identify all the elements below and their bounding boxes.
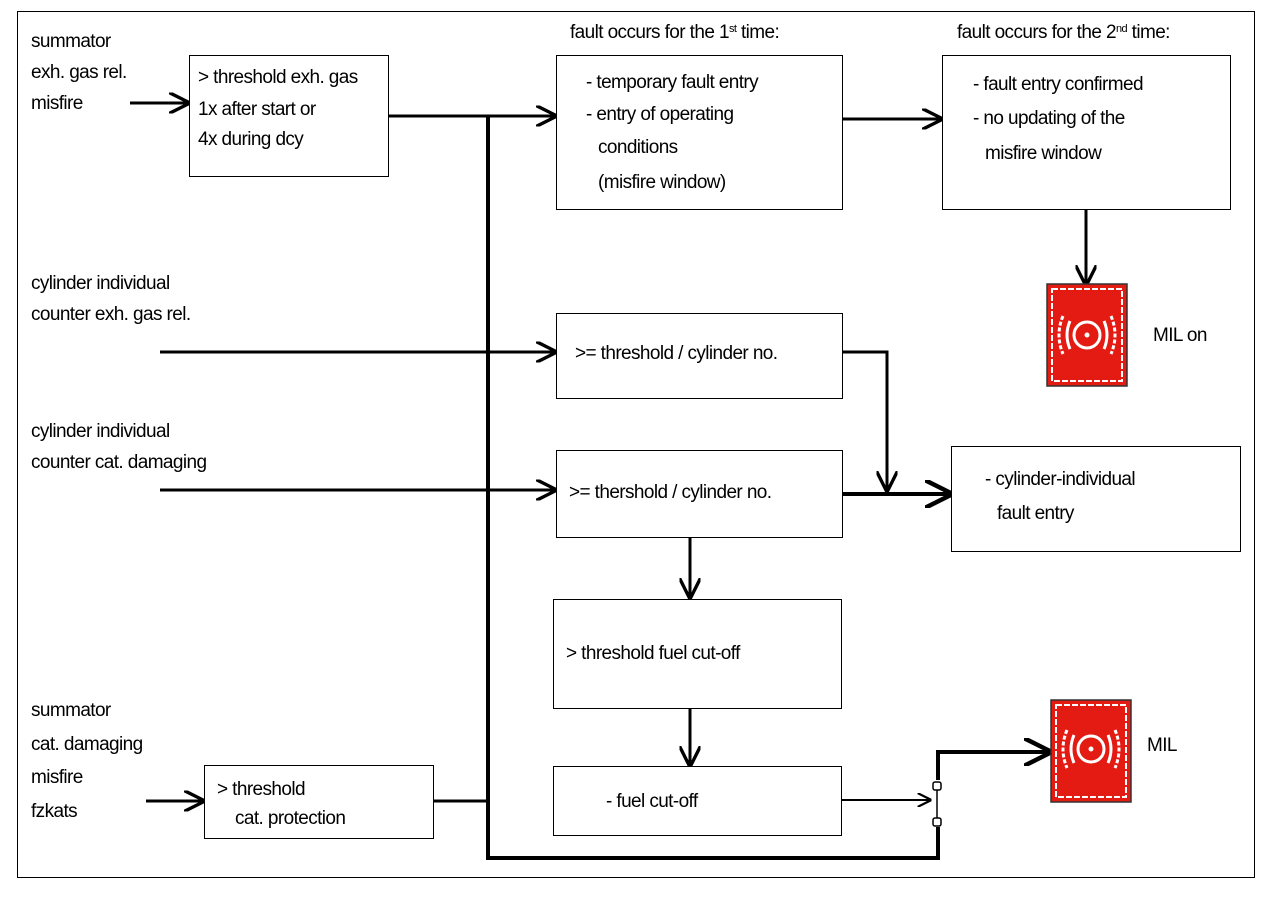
- box-fuel-cut-off: - fuel cut-off: [553, 766, 842, 836]
- arrow-thr-cyl-exh-down: [842, 350, 887, 490]
- box-cylinder-individual-fault: - cylinder-individual fault entry: [951, 446, 1241, 552]
- mil-on-label: MIL on: [1153, 325, 1207, 346]
- box-temporary-fault-entry: - temporary fault entry - entry of opera…: [556, 55, 843, 210]
- input-cylinder-cat: cylinder individual counter cat. damagin…: [31, 421, 207, 473]
- box-threshold-cylinder-cat: >= thershold / cylinder no.: [556, 450, 843, 538]
- input-summator-cat: summator cat. damaging misfire fzkats: [31, 700, 143, 822]
- header-first-time: fault occurs for the 1st time:: [570, 22, 780, 43]
- crossing-mark-lower: [932, 817, 942, 827]
- mil-on-lamp-icon: [1046, 283, 1128, 387]
- box-threshold-cat-protection: > threshold cat. protection: [204, 765, 434, 839]
- box-threshold-exh-gas: > threshold exh. gas 1x after start or 4…: [189, 55, 389, 177]
- box-fault-entry-confirmed: - fault entry confirmed - no updating of…: [942, 55, 1231, 210]
- mil-label: MIL: [1147, 735, 1177, 756]
- input-cylinder-exh: cylinder individual counter exh. gas rel…: [31, 273, 191, 325]
- box-threshold-fuel-cut-off: > threshold fuel cut-off: [553, 599, 842, 709]
- input-summator-exh: summator exh. gas rel. misfire: [31, 31, 127, 114]
- diagram-frame: [17, 11, 1255, 878]
- header-second-time: fault occurs for the 2nd time:: [957, 22, 1170, 43]
- mil-lamp-icon: [1050, 699, 1132, 803]
- crossing-mark-upper: [932, 781, 942, 791]
- box-threshold-cylinder-exh: >= threshold / cylinder no.: [556, 313, 843, 399]
